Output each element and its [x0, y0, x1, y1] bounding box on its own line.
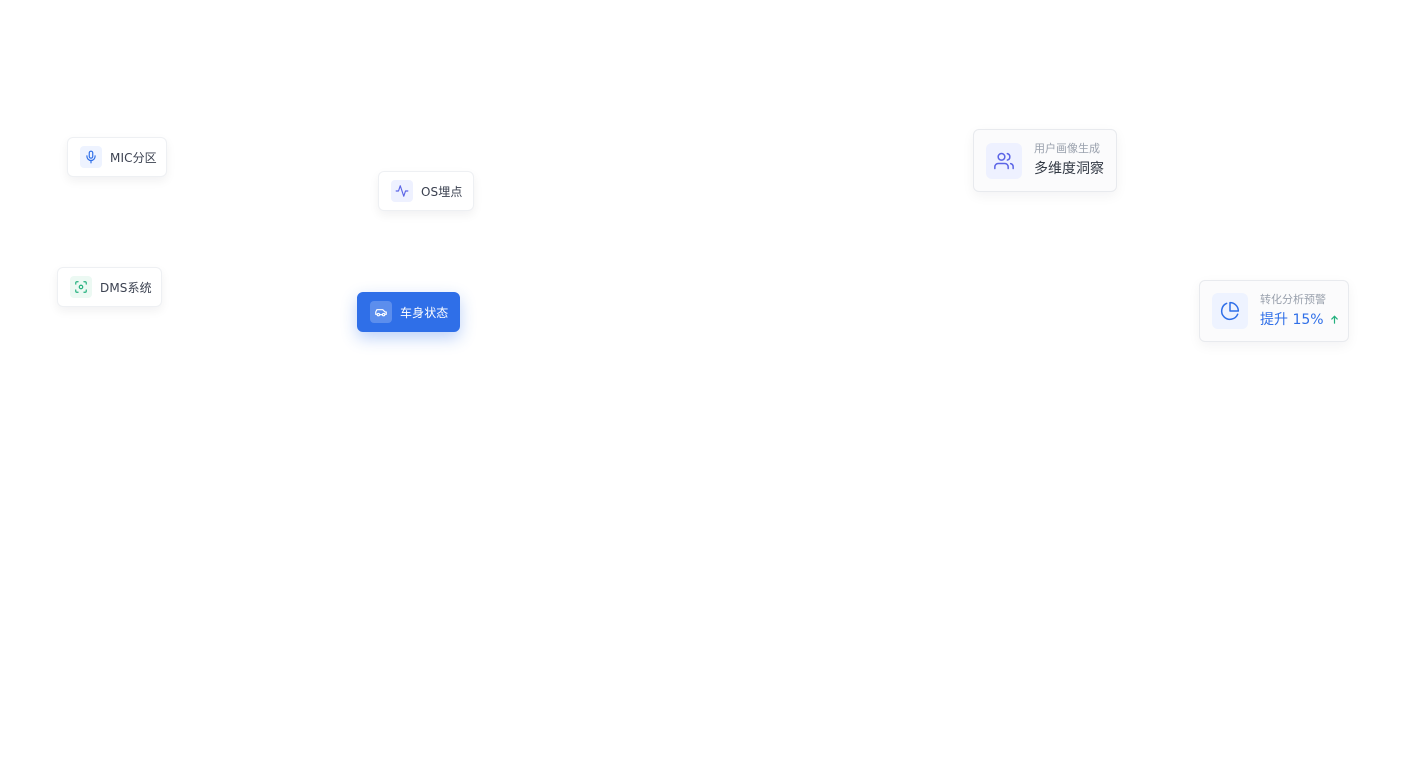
tag-os-tracking[interactable]: OS埋点: [378, 171, 474, 211]
tag-label: 车身状态: [400, 305, 449, 320]
card-text: 用户画像生成 多维度洞察: [1034, 142, 1104, 179]
scan-face-icon: [70, 276, 92, 298]
tag-mic-partition[interactable]: MIC分区: [67, 137, 167, 177]
tag-car-status[interactable]: 车身状态: [357, 292, 460, 332]
tag-label: MIC分区: [110, 150, 157, 165]
pie-chart-icon: [1212, 293, 1248, 329]
microphone-icon: [80, 146, 102, 168]
card-subtitle: 转化分析预警: [1260, 292, 1326, 306]
car-icon: [370, 301, 392, 323]
card-title: 多维度洞察: [1034, 161, 1104, 177]
tag-label: DMS系统: [100, 280, 152, 295]
tag-dms-system[interactable]: DMS系统: [57, 267, 162, 307]
card-text: 转化分析预警 提升 15%: [1260, 293, 1340, 330]
card-subtitle: 用户画像生成: [1034, 142, 1100, 155]
activity-icon: [391, 180, 413, 202]
card-user-profile[interactable]: 用户画像生成 多维度洞察: [973, 129, 1117, 192]
tag-label: OS埋点: [421, 184, 463, 199]
card-title: 提升 15%: [1260, 311, 1324, 328]
card-conversion-alert[interactable]: 转化分析预警 提升 15%: [1199, 280, 1349, 342]
users-icon: [986, 142, 1022, 179]
arrow-up-icon: [1329, 314, 1340, 325]
card-title-row: 提升 15%: [1260, 310, 1340, 330]
